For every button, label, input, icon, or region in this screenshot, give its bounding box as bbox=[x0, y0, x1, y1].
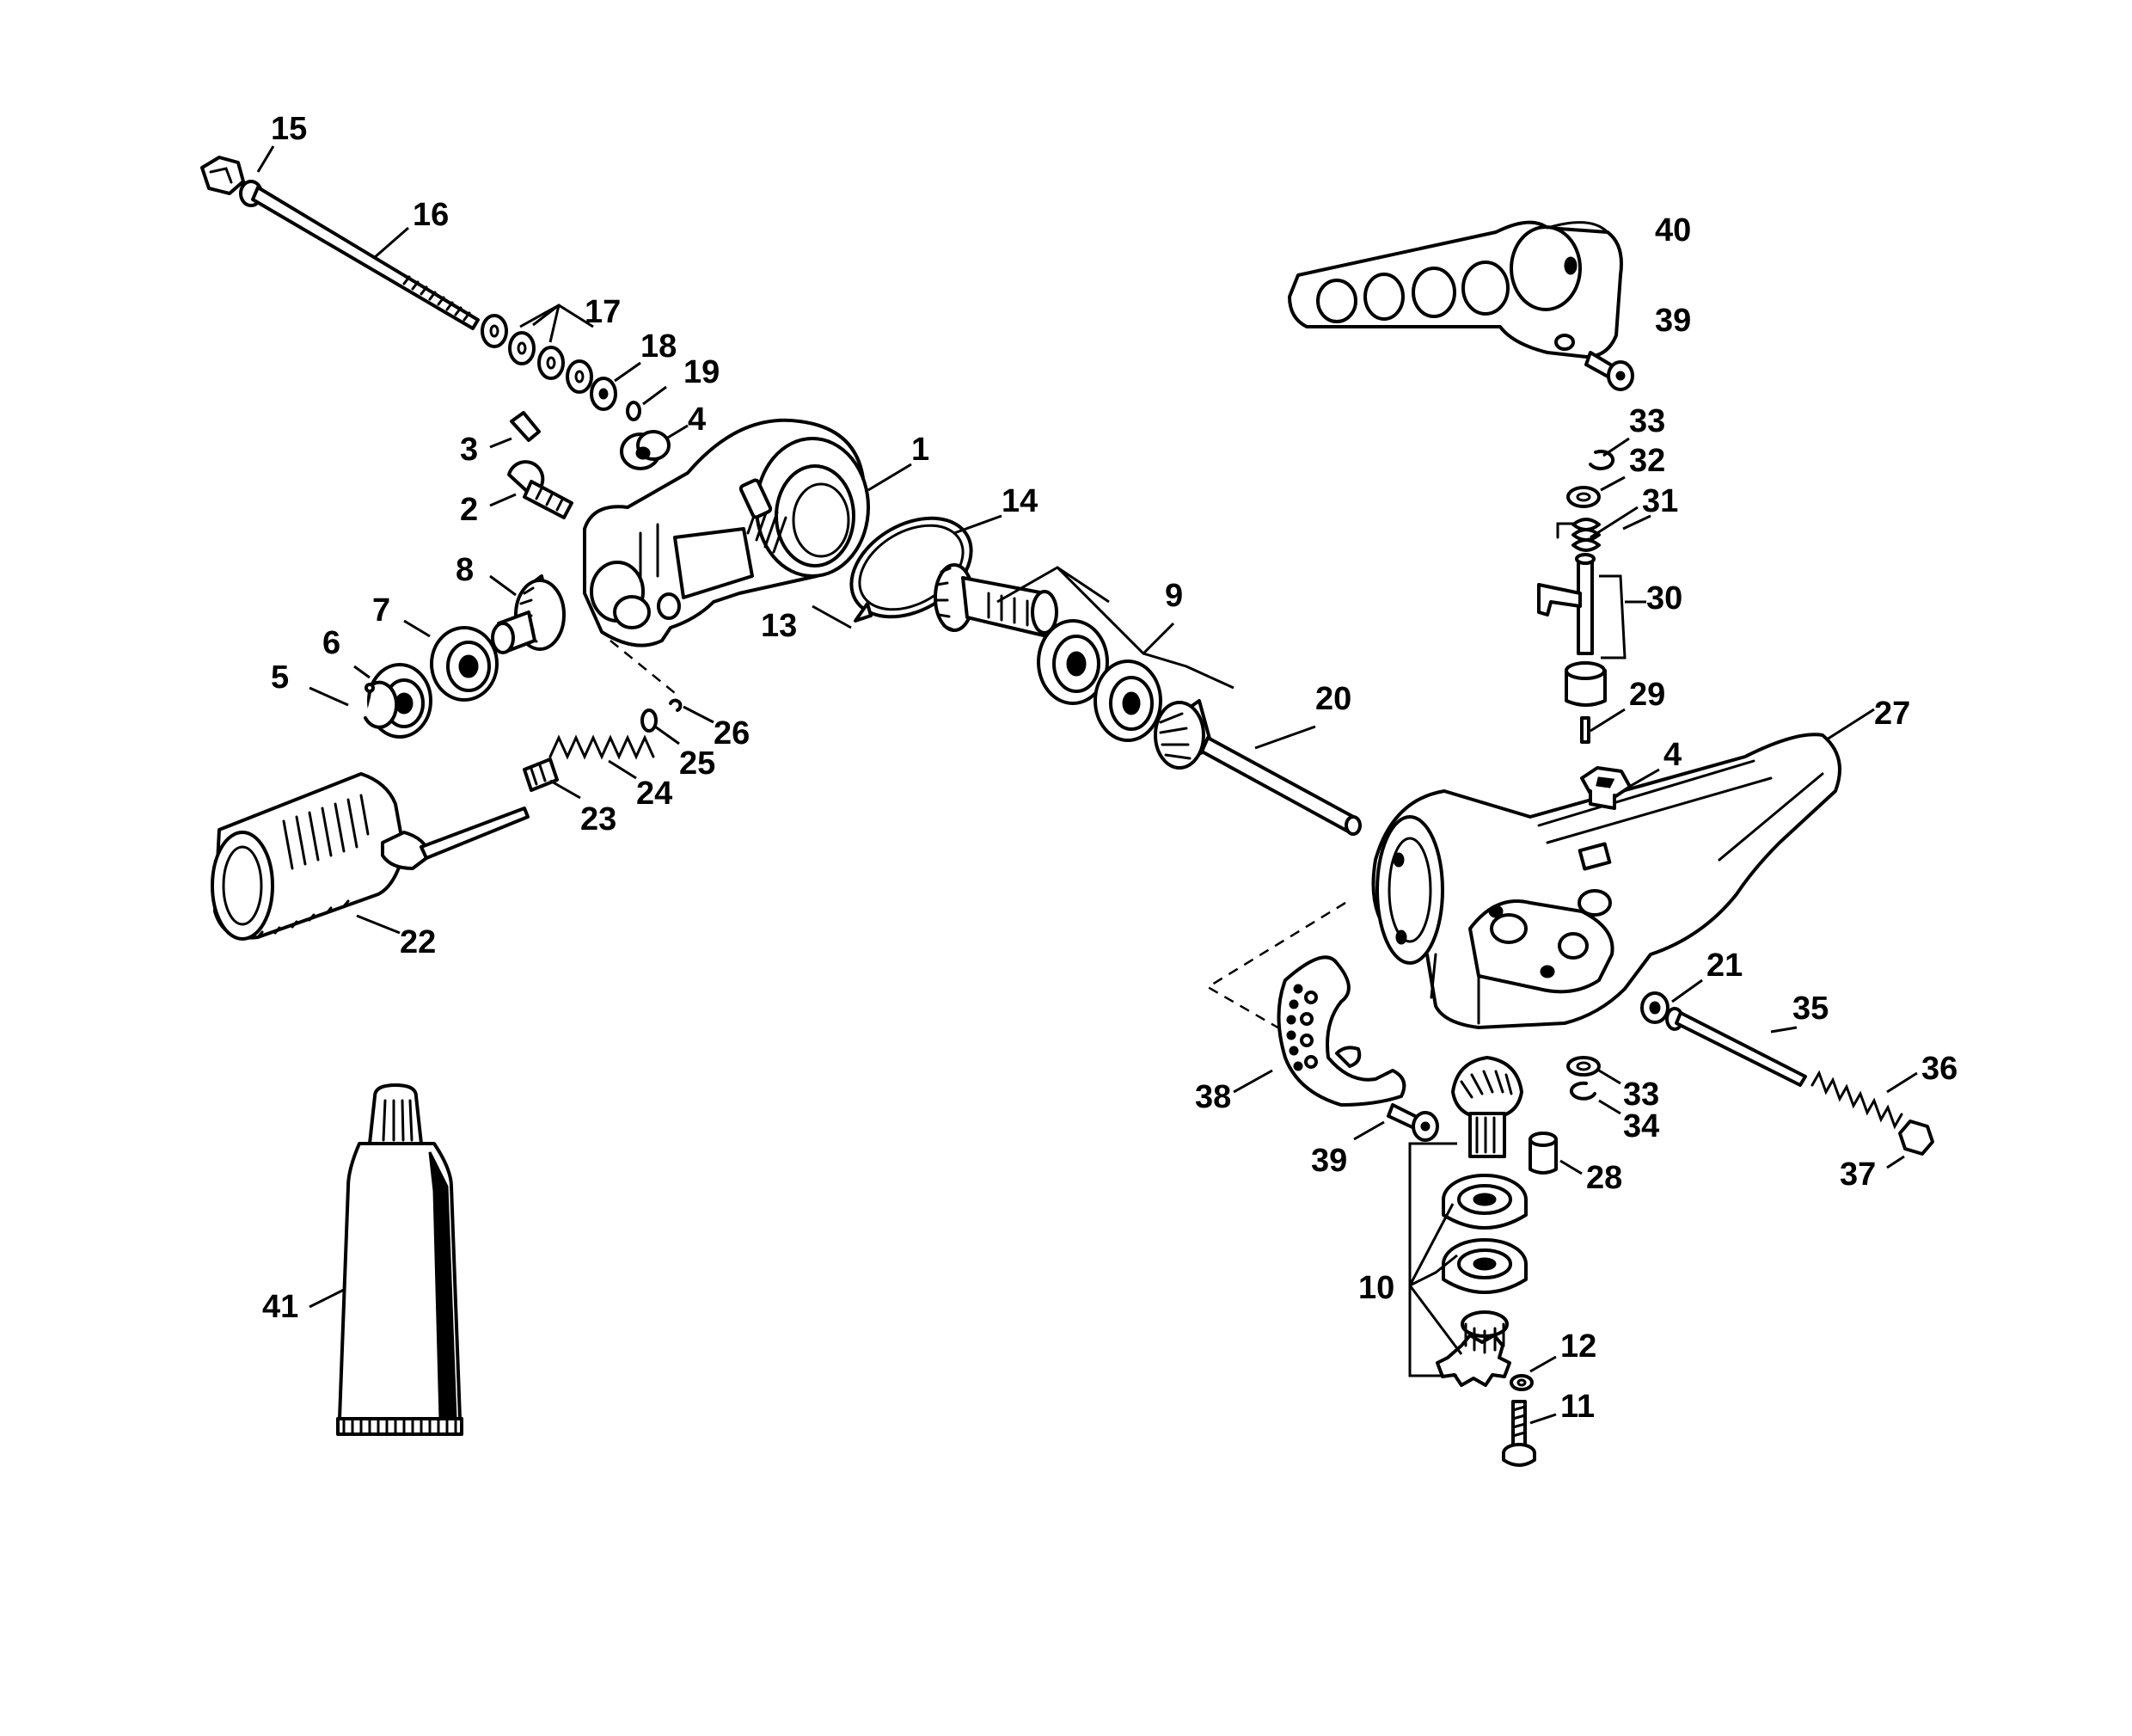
part-39-screw-bottom bbox=[1387, 1103, 1439, 1142]
callout-40: 40 bbox=[1655, 212, 1691, 248]
part-11-screw bbox=[1502, 1400, 1536, 1467]
callout-37: 37 bbox=[1840, 1156, 1876, 1193]
callout-20: 20 bbox=[1315, 681, 1351, 717]
callout-14: 14 bbox=[1002, 483, 1038, 519]
part-7-ball-bearing bbox=[430, 626, 499, 702]
part-30-lever-pin bbox=[1537, 553, 1607, 707]
part-26-clip bbox=[669, 698, 683, 712]
part-10-drive-hub bbox=[1436, 1310, 1511, 1387]
part-16-threaded-rod bbox=[239, 180, 480, 330]
callout-39-bottom: 39 bbox=[1311, 1143, 1347, 1179]
part-20-rod bbox=[1200, 736, 1362, 836]
callout-41: 41 bbox=[262, 1289, 298, 1325]
part-shaft-pinion bbox=[934, 563, 1058, 638]
callout-26: 26 bbox=[714, 715, 750, 751]
callout-17: 17 bbox=[585, 294, 621, 330]
part-41-grease-tube bbox=[336, 1083, 463, 1436]
part-37-nut bbox=[1898, 1120, 1934, 1156]
part-39-screw-top bbox=[1584, 351, 1634, 391]
callout-2: 2 bbox=[460, 492, 478, 528]
part-10-bearing-b bbox=[1442, 1238, 1528, 1294]
callout-4-right: 4 bbox=[1663, 737, 1682, 773]
part-4-plug-right bbox=[1580, 766, 1632, 810]
part-25-washer bbox=[640, 709, 658, 733]
part-4-plug-top bbox=[620, 430, 671, 470]
callout-22: 22 bbox=[400, 924, 436, 960]
part-10-bevel-gear bbox=[1451, 1056, 1523, 1158]
leader-lines bbox=[256, 145, 1918, 1425]
callout-1: 1 bbox=[911, 432, 929, 468]
part-35-pin bbox=[1665, 1007, 1807, 1087]
callout-21: 21 bbox=[1706, 948, 1743, 984]
callout-18: 18 bbox=[640, 328, 677, 365]
callout-30: 30 bbox=[1646, 580, 1682, 616]
part-15-nut bbox=[200, 156, 245, 195]
callout-4-top: 4 bbox=[688, 402, 706, 438]
part-38-guide-plate bbox=[1277, 955, 1406, 1107]
callout-15: 15 bbox=[271, 111, 307, 147]
alignment-lines bbox=[610, 640, 1346, 1034]
part-3-set-screw bbox=[510, 411, 541, 442]
part-22-grip-handle bbox=[211, 772, 530, 941]
part-17-washers bbox=[481, 314, 593, 394]
part-1-gear-housing bbox=[583, 418, 870, 647]
callout-12: 12 bbox=[1560, 1328, 1596, 1365]
part-10-bearing-a bbox=[1442, 1174, 1528, 1230]
part-24-spring bbox=[548, 734, 655, 760]
part-12-washer bbox=[1510, 1374, 1534, 1391]
callout-31: 31 bbox=[1642, 483, 1678, 519]
part-32-washer bbox=[1566, 486, 1601, 508]
part-28-sleeve bbox=[1529, 1132, 1558, 1175]
part-8-bevel-gear bbox=[491, 574, 566, 654]
part-23-nut bbox=[523, 758, 559, 792]
callout-27: 27 bbox=[1874, 696, 1910, 732]
callout-8: 8 bbox=[456, 552, 474, 588]
callout-29: 29 bbox=[1629, 677, 1665, 713]
part-33-circlip-top bbox=[1589, 449, 1615, 470]
part-5-circlip bbox=[364, 680, 399, 729]
part-9-bearing-a bbox=[1037, 619, 1109, 705]
part-2-screw bbox=[507, 460, 573, 519]
part-9-bearing-b bbox=[1094, 659, 1162, 742]
callout-16: 16 bbox=[413, 197, 449, 233]
callout-3: 3 bbox=[460, 432, 478, 468]
callout-39-top: 39 bbox=[1655, 303, 1691, 339]
callout-33-top: 33 bbox=[1629, 403, 1665, 439]
callout-10: 10 bbox=[1358, 1270, 1394, 1306]
part-29-pin bbox=[1580, 716, 1590, 744]
part-27-gear-head-housing bbox=[1371, 733, 1841, 1029]
part-40-lever bbox=[1288, 220, 1623, 359]
callout-38: 38 bbox=[1195, 1079, 1231, 1115]
callout-5: 5 bbox=[271, 659, 289, 696]
callout-11: 11 bbox=[1560, 1389, 1595, 1425]
callout-24: 24 bbox=[636, 776, 672, 812]
callout-23: 23 bbox=[580, 801, 616, 837]
callout-32: 32 bbox=[1629, 443, 1665, 479]
callout-labels: 15 16 17 18 19 4 3 2 1 14 13 8 7 6 5 26 … bbox=[262, 111, 1957, 1425]
callout-34: 34 bbox=[1623, 1108, 1659, 1144]
callout-19: 19 bbox=[683, 354, 720, 390]
callout-33-bottom: 33 bbox=[1623, 1077, 1659, 1113]
part-34-circlip bbox=[1569, 1081, 1596, 1101]
callout-13: 13 bbox=[761, 608, 797, 644]
part-9-bevel-gear bbox=[1154, 699, 1214, 770]
callout-25: 25 bbox=[679, 745, 715, 782]
part-36-spring bbox=[1810, 1070, 1903, 1130]
callout-9: 9 bbox=[1165, 578, 1183, 614]
callout-36: 36 bbox=[1921, 1051, 1957, 1087]
part-21-nut bbox=[1640, 991, 1669, 1024]
callout-6: 6 bbox=[322, 625, 340, 661]
callout-35: 35 bbox=[1792, 991, 1829, 1027]
part-19-o-ring bbox=[626, 401, 641, 421]
part-18-washer bbox=[590, 377, 617, 411]
callout-28: 28 bbox=[1586, 1160, 1622, 1196]
part-33-washer-lower bbox=[1566, 1056, 1601, 1077]
callout-7: 7 bbox=[372, 592, 390, 629]
